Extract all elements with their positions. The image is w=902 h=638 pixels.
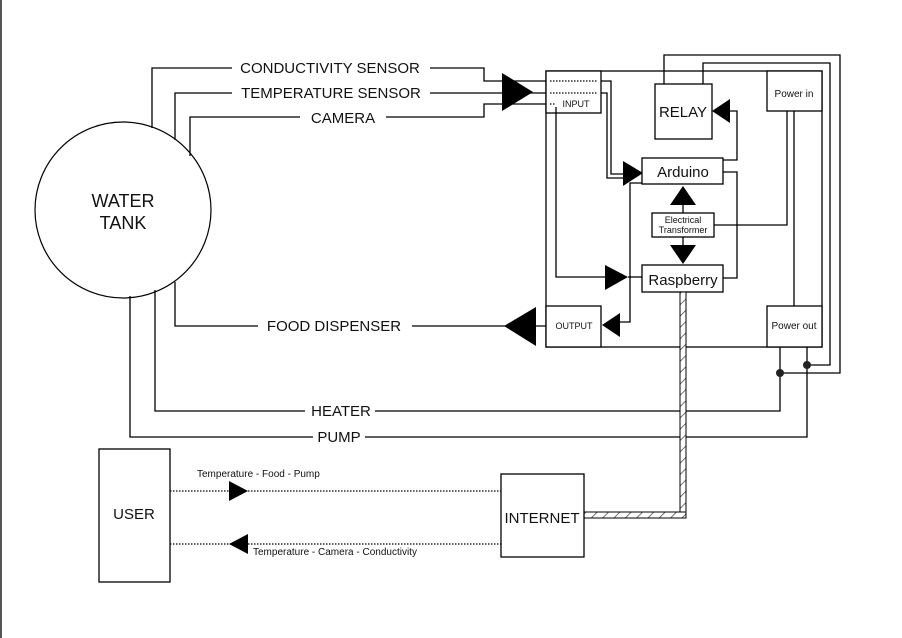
ethernet-cable-vertical [679, 291, 687, 519]
heater-line-left [154, 290, 305, 412]
raspberry-input-arrow-icon [605, 265, 628, 290]
output-box [545, 305, 602, 348]
camera-line-right [386, 103, 546, 118]
input-node: INPUT [545, 70, 602, 114]
heater-line-right [375, 347, 781, 412]
input-box [545, 70, 602, 114]
pump-label: PUMP [317, 429, 360, 446]
sensor-input-arrow-icon [502, 73, 533, 111]
input-label: INPUT [563, 99, 591, 109]
food-dispenser-label: FOOD DISPENSER [267, 318, 401, 335]
arduino-to-output-line [620, 182, 642, 323]
power-out-node: Power out [766, 305, 823, 348]
relay-label: RELAY [659, 104, 707, 121]
flow-user-to-internet-label: Temperature - Food - Pump [197, 469, 320, 480]
user-node: USER [98, 448, 171, 583]
transformer-to-arduino-arrow-icon [670, 186, 696, 205]
transformer-to-power-in-line [714, 110, 788, 226]
output-label: OUTPUT [556, 321, 594, 331]
raspberry-label: Raspberry [648, 272, 718, 289]
camera-line-left [189, 116, 300, 156]
food-output-arrow-icon [504, 307, 536, 346]
food-line-left [174, 282, 258, 327]
output-node: OUTPUT [545, 305, 602, 348]
raspberry-box [641, 264, 724, 293]
input-to-arduino-line-2 [601, 92, 628, 179]
heater-label: HEATER [311, 403, 371, 420]
pump-line-left [129, 296, 313, 438]
arduino-box [641, 157, 724, 185]
arduino-label: Arduino [657, 164, 709, 181]
input-to-arduino-line-1 [601, 80, 628, 175]
conductivity-line-left [151, 67, 232, 128]
output-arrow-icon [602, 313, 620, 337]
power-in-node: Power in [766, 70, 823, 112]
pump-junction-dot [803, 361, 811, 369]
transformer-label-1: Electrical [665, 215, 702, 225]
power-in-box [766, 70, 823, 112]
conductivity-label: CONDUCTIVITY SENSOR [240, 60, 420, 77]
flow-right-arrow-icon [229, 481, 248, 501]
flow-left-arrow-icon [229, 534, 248, 554]
power-in-label: Power in [775, 89, 814, 100]
camera-connection: CAMERA [189, 103, 546, 156]
arduino-to-relay-line [723, 110, 738, 161]
raspberry-node: Raspberry [641, 264, 724, 293]
power-out-box [766, 305, 823, 348]
internet-label: INTERNET [505, 510, 580, 527]
input-to-raspberry-line [555, 107, 610, 278]
user-box [98, 448, 171, 583]
internet-box [500, 473, 585, 558]
flow-internet-to-user: Temperature - Camera - Conductivity [170, 534, 501, 558]
heater-junction-dot [776, 369, 784, 377]
water-tank-circle [34, 121, 212, 299]
relay-wire-inner [702, 62, 831, 366]
flow-user-to-internet: Temperature - Food - Pump [170, 469, 501, 501]
relay-node: RELAY [654, 83, 713, 140]
heater-connection: HEATER [154, 290, 371, 420]
relay-box [654, 83, 713, 140]
ethernet-cable-horizontal [583, 511, 687, 519]
camera-label: CAMERA [311, 110, 375, 127]
pump-line-right [365, 347, 808, 438]
temperature-label: TEMPERATURE SENSOR [241, 85, 421, 102]
water-tank-node: WATER TANK [34, 121, 212, 299]
transformer-node: Electrical Transformer [651, 212, 715, 238]
pump-connection: PUMP [129, 296, 361, 446]
arduino-node: Arduino [641, 157, 724, 185]
flow-internet-to-user-label: Temperature - Camera - Conductivity [253, 547, 417, 558]
relay-arrow-icon [712, 99, 730, 123]
conductivity-line-right [430, 67, 546, 82]
power-out-label: Power out [771, 321, 816, 332]
user-label: USER [113, 506, 155, 523]
transformer-to-raspberry-arrow-icon [670, 245, 696, 264]
temperature-line-left [174, 92, 232, 140]
arduino-input-arrow-icon [623, 161, 643, 186]
relay-wire-outer [663, 54, 841, 374]
water-tank-label-1: WATER [92, 191, 155, 211]
food-dispenser-connection: FOOD DISPENSER [174, 282, 546, 335]
water-tank-label-2: TANK [100, 213, 147, 233]
page-edge [0, 0, 2, 638]
transformer-label-2: Transformer [659, 225, 708, 235]
internet-node: INTERNET [500, 473, 585, 558]
